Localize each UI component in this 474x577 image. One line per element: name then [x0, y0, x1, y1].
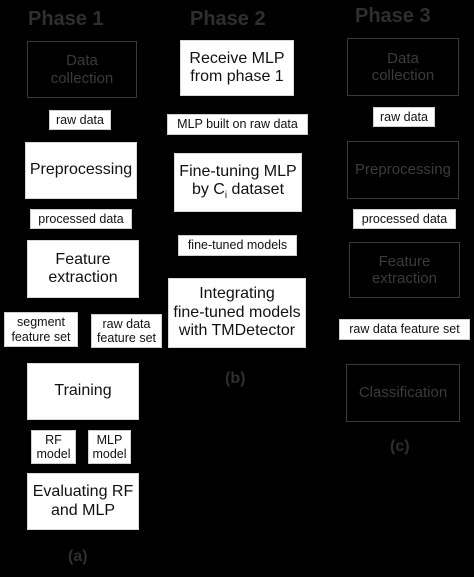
phase1-mlp-model-label: MLP model — [88, 430, 131, 464]
phase1-rf-model-label: RF model — [31, 430, 76, 464]
phase1-data-collection-box: Data collection — [27, 41, 137, 98]
phase1-raw-data-feature-set-label: raw data feature set — [91, 314, 162, 348]
phase3-raw-data-feature-set-label: raw data feature set — [339, 319, 470, 340]
phase3-preprocessing-box: Preprocessing — [347, 141, 459, 199]
phase2-fine-tuning-line1: Fine-tuning MLP — [179, 162, 297, 180]
phase2-receive-mlp-box: Receive MLP from phase 1 — [180, 40, 294, 96]
phase3-feature-extraction-box: Feature extraction — [349, 242, 460, 298]
phase3-raw-data-label: raw data — [373, 107, 435, 127]
phase1-preprocessing-box: Preprocessing — [25, 142, 137, 199]
phase2-caption: (b) — [225, 370, 246, 387]
phase1-processed-data-label: processed data — [30, 209, 132, 229]
phase2-fine-tuning-subscript: i — [224, 190, 228, 202]
phase2-integrating-box: Integrating fine-tuned models with TMDet… — [168, 278, 306, 348]
phase1-caption: (a) — [68, 548, 88, 565]
phase3-classification-box: Classification — [346, 364, 460, 422]
phase2-fine-tuning-line2-prefix: by C — [191, 181, 225, 199]
phase3-data-collection-box: Data collection — [347, 38, 459, 96]
phase1-segment-feature-set-label: segment feature set — [4, 312, 78, 347]
phase1-feature-extraction-box: Feature extraction — [27, 240, 139, 298]
phase3-caption: (c) — [390, 438, 410, 455]
phase3-processed-data-label: processed data — [353, 209, 456, 229]
phase2-fine-tuning-line2-suffix: dataset — [227, 181, 285, 199]
phase1-training-box: Training — [27, 363, 139, 420]
phase1-raw-data-label: raw data — [49, 110, 111, 130]
phase-1-title: Phase 1 — [28, 8, 104, 30]
phase2-mlp-built-label: MLP built on raw data — [167, 114, 308, 135]
phase-3-title: Phase 3 — [355, 5, 431, 27]
phase2-fine-tuning-box: Fine-tuning MLP by Ci dataset — [174, 153, 302, 212]
phase-2-title: Phase 2 — [190, 8, 266, 30]
phase2-fine-tuned-models-label: fine-tuned models — [178, 235, 297, 256]
phase1-evaluating-box: Evaluating RF and MLP — [27, 473, 139, 530]
